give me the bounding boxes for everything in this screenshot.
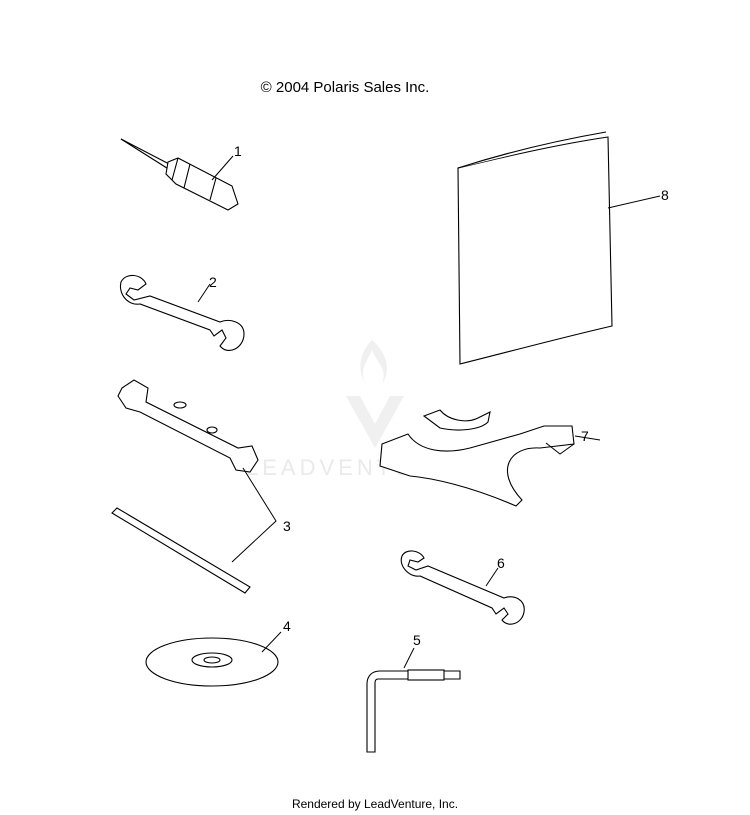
part-allen-wrench[interactable] [366,669,461,753]
callout-leaders [197,155,661,669]
callout-5: 5 [413,632,421,648]
flame-watermark-icon [360,340,387,384]
copyright-text: © 2004 Polaris Sales Inc. [260,79,430,96]
part-cd-disc[interactable] [145,637,279,687]
callout-8: 8 [661,187,669,203]
callout-3: 3 [283,518,291,534]
callout-2: 2 [209,274,217,290]
part-owners-manual[interactable] [457,131,613,365]
callout-6: 6 [497,555,505,571]
part-tommy-bar[interactable] [111,507,251,594]
part-open-end-wrench-small[interactable] [400,550,525,625]
part-box-wrench[interactable] [117,379,259,473]
callout-1: 1 [234,143,242,159]
callout-4: 4 [283,618,291,634]
part-screwdriver[interactable] [120,138,239,211]
part-open-end-wrench-large[interactable] [119,274,245,351]
v-watermark-icon [346,396,404,448]
part-spanner-tool[interactable] [379,409,575,507]
callout-7: 7 [581,428,589,444]
rendered-by-footer: Rendered by LeadVenture, Inc. [291,797,459,811]
